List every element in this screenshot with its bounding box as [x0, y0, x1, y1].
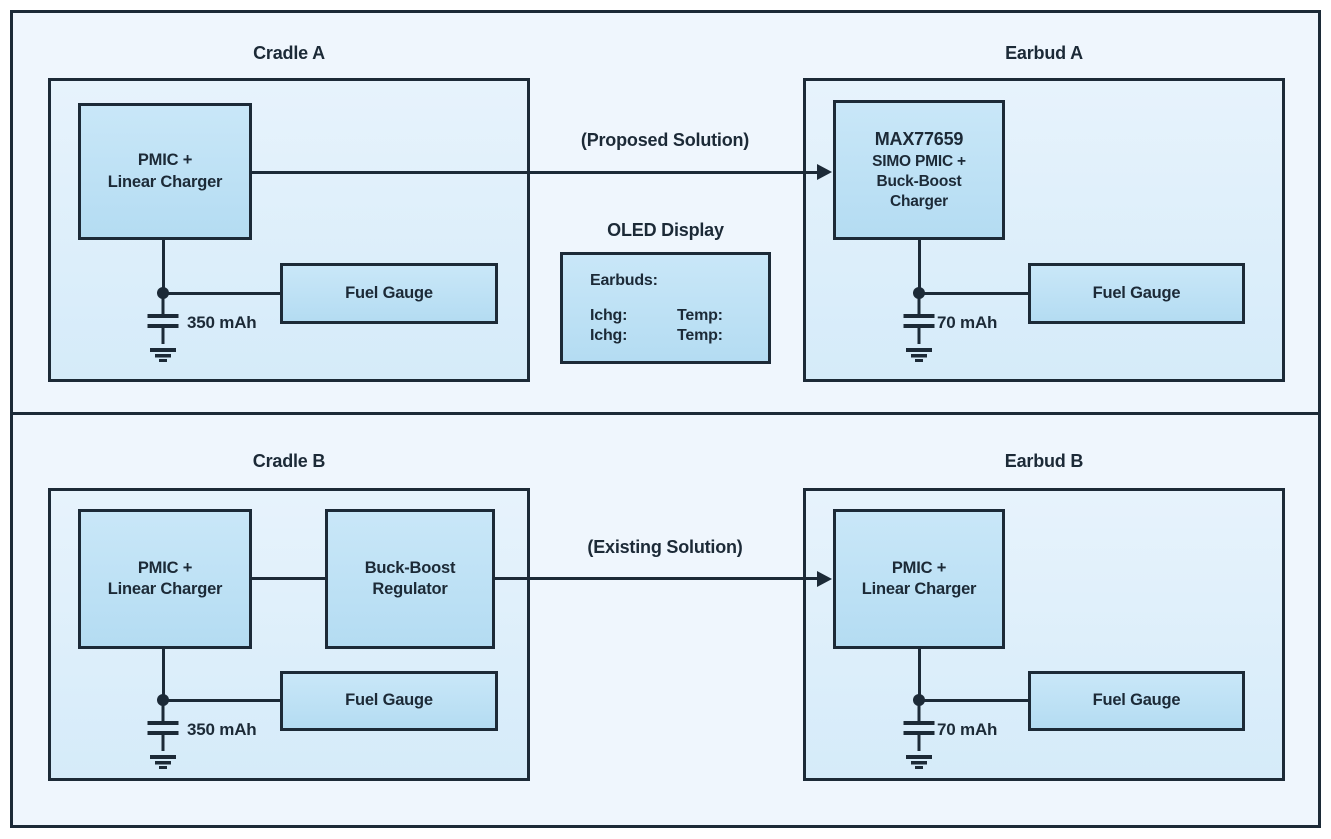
oled-row1-ichg: Ichg: — [590, 307, 628, 324]
oled-display-title: OLED Display — [607, 220, 724, 240]
cradle-b-buck-boost-block: Buck-Boost Regulator — [325, 509, 495, 649]
cradle-b-battery-icon — [147, 700, 179, 769]
cradle-b-regulator-line2: Regulator — [372, 580, 448, 598]
oled-row1-temp: Temp: — [677, 307, 723, 324]
cradle-b-battery-label: 350 mAh — [187, 720, 257, 739]
earbud-b-junction-wire — [919, 698, 1028, 702]
existing-connection-wire — [495, 577, 818, 580]
cradle-b-pmic-to-regulator-wire — [252, 577, 325, 580]
earbud-a-chip-line1: SIMO PMIC + — [872, 153, 966, 171]
cradle-b-pmic-line1: PMIC + — [137, 558, 193, 577]
earbud-a-chip-line2: Buck-Boost — [876, 173, 962, 191]
oled-row2-ichg: Ichg: — [590, 327, 628, 344]
proposed-solution-label: (Proposed Solution) — [580, 130, 750, 150]
cradle-a-fuel-gauge-label: Fuel Gauge — [345, 283, 433, 302]
earbud-a-chip-title: MAX77659 — [874, 129, 964, 150]
cradle-a-junction-dot — [157, 287, 169, 299]
earbud-b-fuel-gauge-label: Fuel Gauge — [1092, 691, 1181, 710]
earbud-a-battery-icon — [903, 293, 935, 362]
earbud-b-battery-label: 70 mAh — [937, 720, 998, 739]
earbud-b-pmic-line1: PMIC + — [891, 558, 947, 577]
earbud-a-junction-dot — [913, 287, 925, 299]
oled-header: Earbuds: — [590, 272, 658, 289]
cradle-a-fuel-gauge-block: Fuel Gauge — [280, 263, 498, 324]
earbud-a-junction-wire — [919, 291, 1028, 295]
cradle-a-junction-wire — [163, 291, 280, 295]
proposed-arrowhead-icon — [817, 164, 832, 180]
cradle-a-pmic-line2: Linear Charger — [107, 172, 223, 191]
existing-arrowhead-icon — [817, 570, 832, 587]
earbud-b-pmic-block: PMIC + Linear Charger — [833, 509, 1005, 649]
cradle-a-battery-wire-down — [161, 240, 165, 290]
oled-row2-temp: Temp: — [677, 327, 723, 344]
cradle-a-battery-label: 350 mAh — [187, 313, 257, 332]
proposed-connection-wire — [252, 170, 818, 174]
cradle-b-regulator-line1: Buck-Boost — [364, 558, 456, 577]
cradle-b-battery-wire-down — [161, 649, 165, 697]
existing-solution-label: (Existing Solution) — [587, 537, 743, 557]
earbud-a-fuel-gauge-block: Fuel Gauge — [1028, 263, 1245, 324]
earbud-b-fuel-gauge-block: Fuel Gauge — [1028, 671, 1245, 731]
cradle-a-pmic-line1: PMIC + — [137, 151, 193, 170]
cradle-b-junction-wire — [163, 698, 280, 702]
earbud-a-title: Earbud A — [1005, 43, 1083, 63]
cradle-a-pmic-block: PMIC + Linear Charger — [78, 103, 252, 240]
earbud-a-chip-line3: Charger — [889, 193, 949, 211]
oled-display-box: Earbuds: Ichg: Temp: Ichg: Temp: — [560, 252, 771, 364]
earbud-a-battery-label: 70 mAh — [937, 313, 998, 332]
cradle-b-fuel-gauge-label: Fuel Gauge — [345, 691, 433, 710]
earbud-b-title: Earbud B — [1004, 451, 1084, 471]
earbud-b-junction-dot — [913, 694, 925, 706]
cradle-b-pmic-block: PMIC + Linear Charger — [78, 509, 252, 649]
earbud-b-pmic-line2: Linear Charger — [861, 580, 977, 598]
cradle-a-title: Cradle A — [253, 43, 325, 63]
cradle-b-title: Cradle B — [252, 451, 326, 471]
cradle-b-pmic-line2: Linear Charger — [107, 580, 223, 598]
earbud-a-fuel-gauge-label: Fuel Gauge — [1092, 283, 1181, 302]
earbud-a-simo-pmic-block: MAX77659 SIMO PMIC + Buck-Boost Charger — [833, 100, 1005, 240]
earbud-b-battery-icon — [903, 700, 935, 769]
earbud-b-battery-wire-down — [917, 649, 921, 697]
cradle-b-fuel-gauge-block: Fuel Gauge — [280, 671, 498, 731]
cradle-a-battery-icon — [147, 293, 179, 362]
earbud-a-battery-wire-down — [917, 240, 921, 290]
cradle-b-junction-dot — [157, 694, 169, 706]
